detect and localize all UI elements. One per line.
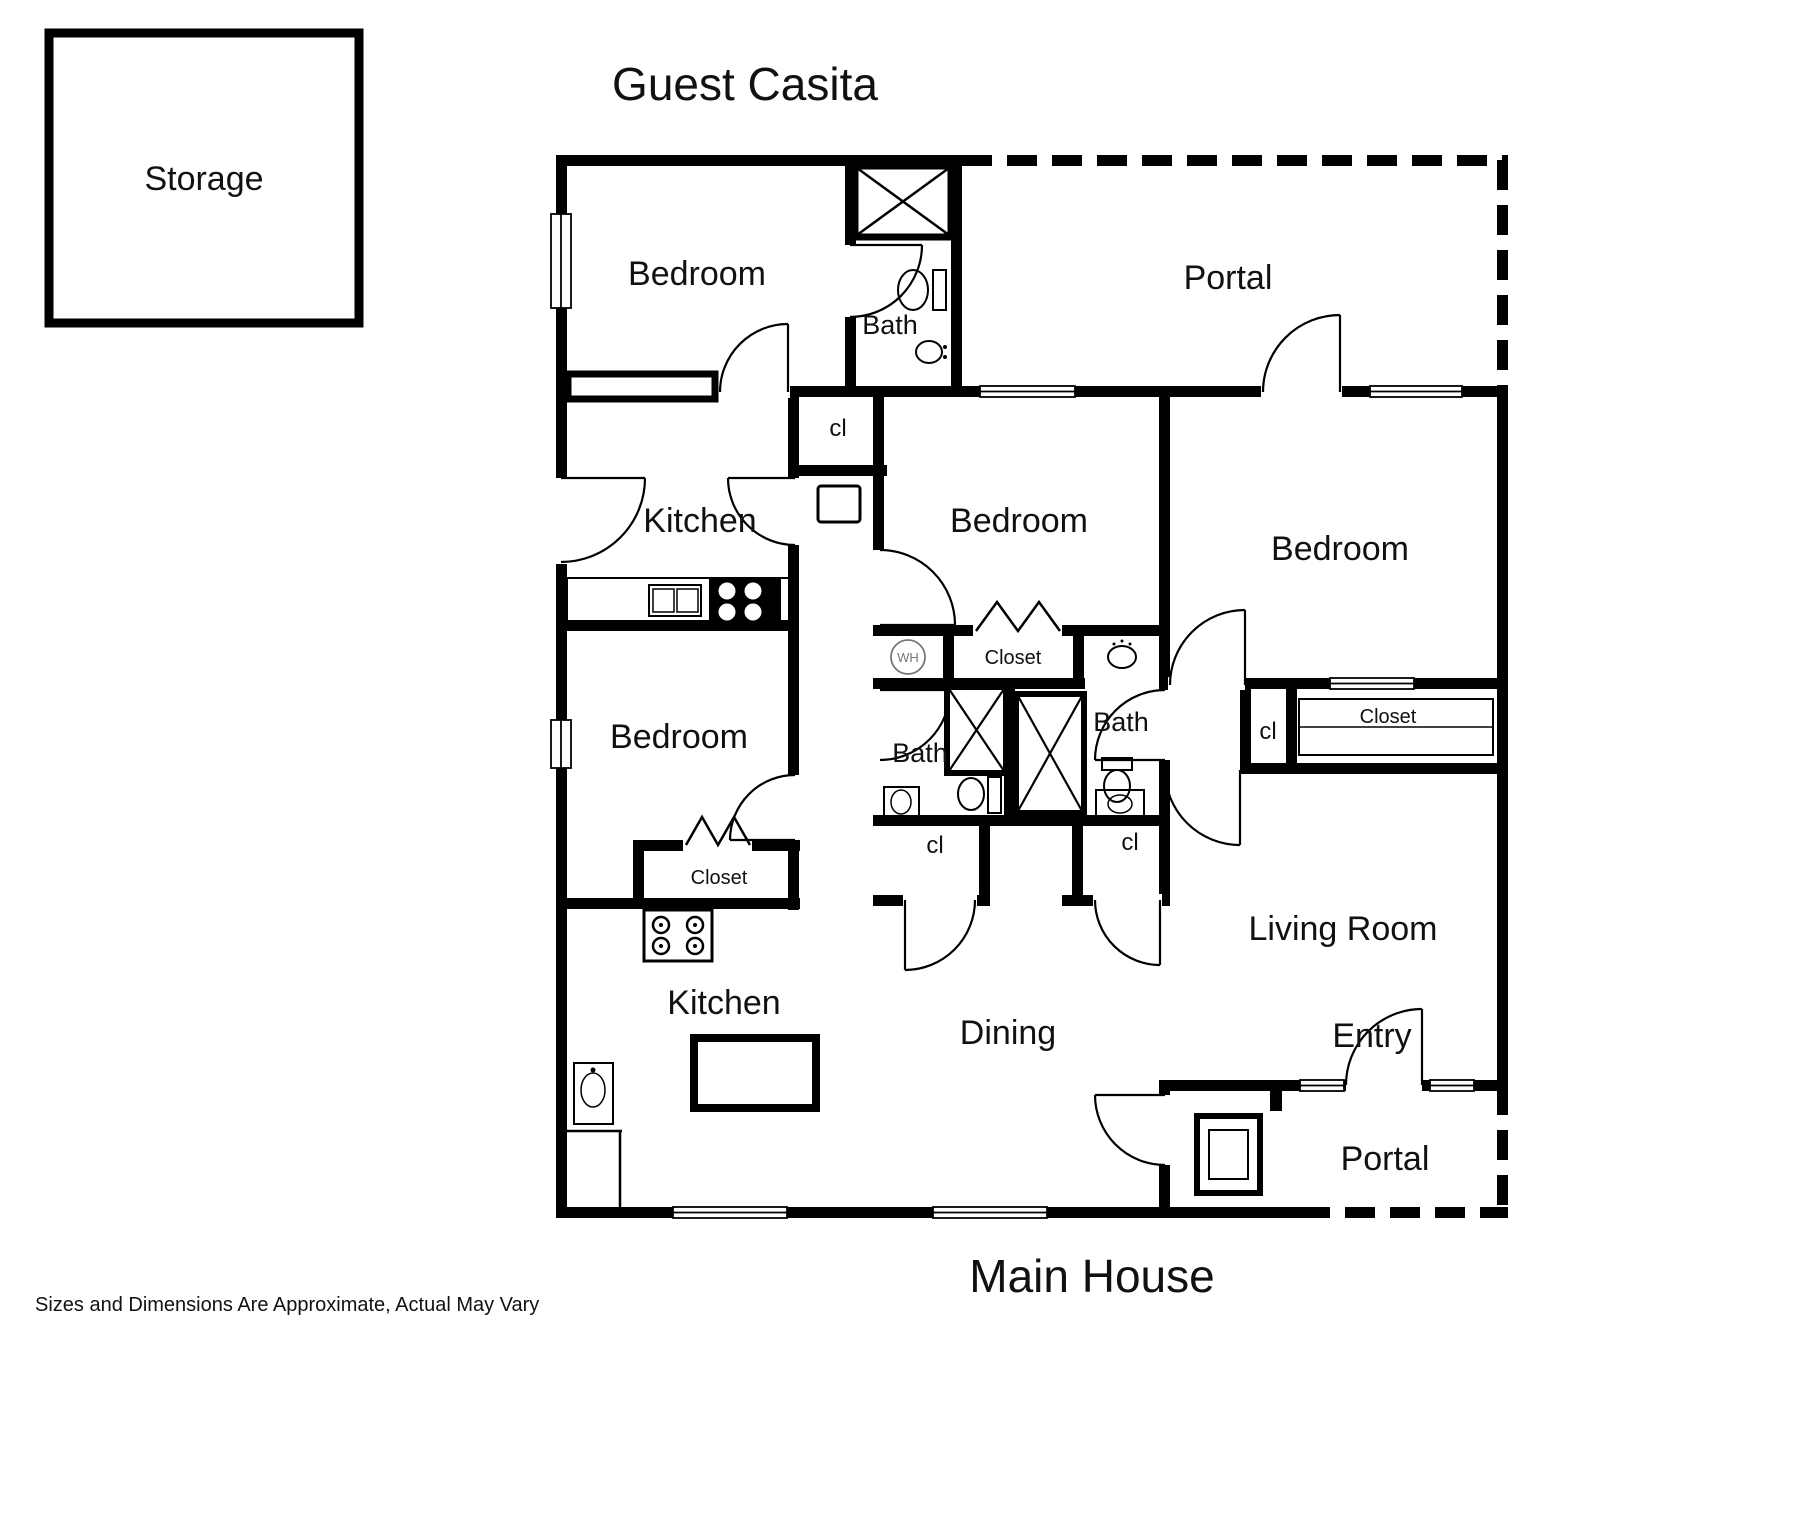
shower-icon: [944, 684, 1009, 776]
kitchen-sink-icon: [648, 584, 702, 617]
portal-dashed-walls: [962, 155, 1508, 1218]
window-icon: [979, 385, 1076, 398]
grill-icon: [1194, 1113, 1263, 1196]
room-label-bath-casita: Bath: [862, 310, 918, 340]
bifold-door-icon: [974, 599, 1062, 634]
room-label-bedroom-casita: Bedroom: [628, 255, 766, 293]
room-label-closet-center: Closet: [985, 647, 1042, 669]
room-label-bedroom-lower: Bedroom: [610, 718, 748, 756]
vanity-icon: [1095, 789, 1145, 820]
room-label-bath-right: Bath: [1093, 707, 1149, 737]
shower-icon: [1013, 691, 1087, 816]
door-arc-icon: [1163, 769, 1242, 847]
room-label-cl-hall-right: cl: [1121, 829, 1138, 856]
window-icon: [1329, 677, 1415, 690]
stove-icon: [709, 579, 781, 624]
room-label-kitchen-casita: Kitchen: [643, 502, 756, 540]
toilet-icon: [897, 269, 947, 311]
door-arc-icon: [1168, 608, 1247, 686]
window-icon: [672, 1206, 788, 1219]
window-icon: [1369, 385, 1463, 398]
room-label-living-room: Living Room: [1249, 910, 1438, 948]
room-label-portal-upper: Portal: [1184, 259, 1273, 297]
room-label-dining: Dining: [960, 1014, 1056, 1052]
door-arc-icon: [849, 243, 924, 319]
window-icon: [550, 213, 572, 309]
wardrobe-icon: [564, 370, 719, 403]
kitchen-island-icon: [690, 1034, 820, 1112]
title-guest-casita: Guest Casita: [612, 58, 878, 110]
window-icon: [550, 719, 572, 769]
door-swings: [560, 243, 1424, 1167]
vanity-sink-icon: [1107, 639, 1137, 669]
door-arc-icon: [903, 899, 977, 972]
room-label-bedroom-center: Bedroom: [950, 502, 1088, 540]
room-label-cl-casita: cl: [829, 415, 846, 442]
room-label-entry: Entry: [1332, 1017, 1411, 1055]
door-arc-icon: [1344, 1007, 1424, 1086]
toilet-icon: [957, 776, 1002, 814]
door-arc-icon: [1093, 688, 1166, 762]
fixtures: WH: [564, 162, 1494, 1207]
room-label-cl-right: cl: [1259, 718, 1276, 745]
title-main-house: Main House: [969, 1250, 1214, 1302]
room-labels: Bedroom Bath Portal cl Kitchen Bedroom B…: [610, 255, 1437, 1178]
sink-icon: [883, 786, 920, 820]
toilet-icon: [1101, 757, 1133, 803]
room-label-cl-hall-left: cl: [926, 832, 943, 859]
door-arc-icon: [1261, 313, 1342, 393]
pantry-fixture-icon: [816, 484, 862, 524]
room-label-bath-left: Bath: [892, 738, 948, 768]
stove-icon: [642, 908, 714, 963]
shower-icon: [851, 162, 955, 241]
door-arc-icon: [718, 322, 790, 393]
counter-icon: [566, 577, 790, 622]
window-icon: [932, 1206, 1048, 1219]
window-icon: [1299, 1079, 1345, 1092]
footnote-text: Sizes and Dimensions Are Approximate, Ac…: [35, 1294, 539, 1316]
room-label-kitchen-main: Kitchen: [667, 984, 780, 1022]
bifold-door-icon: [684, 814, 752, 848]
room-label-portal-lower: Portal: [1341, 1140, 1430, 1178]
room-label-closet-lower: Closet: [691, 867, 748, 889]
room-label-storage: Storage: [144, 160, 263, 198]
room-label-closet-right: Closet: [1360, 706, 1417, 728]
storage-building: Storage: [44, 28, 364, 328]
kitchen-sink-icon: [573, 1062, 614, 1125]
room-label-bedroom-right: Bedroom: [1271, 530, 1409, 568]
room-label-wh: WH: [897, 650, 919, 665]
water-heater-icon: WH: [890, 639, 926, 675]
door-arc-icon: [1093, 899, 1162, 967]
door-arc-icon: [879, 548, 957, 627]
sink-icon: [915, 340, 947, 364]
door-arc-icon: [726, 476, 796, 547]
storage-room-outline: [44, 28, 364, 328]
door-arc-icon: [560, 476, 647, 564]
door-arc-icon: [1093, 1093, 1166, 1167]
window-icon: [1429, 1079, 1475, 1092]
closet-shelf-icon: [1298, 698, 1494, 756]
windows: [550, 213, 1475, 1219]
door-arc-icon: [728, 773, 796, 842]
